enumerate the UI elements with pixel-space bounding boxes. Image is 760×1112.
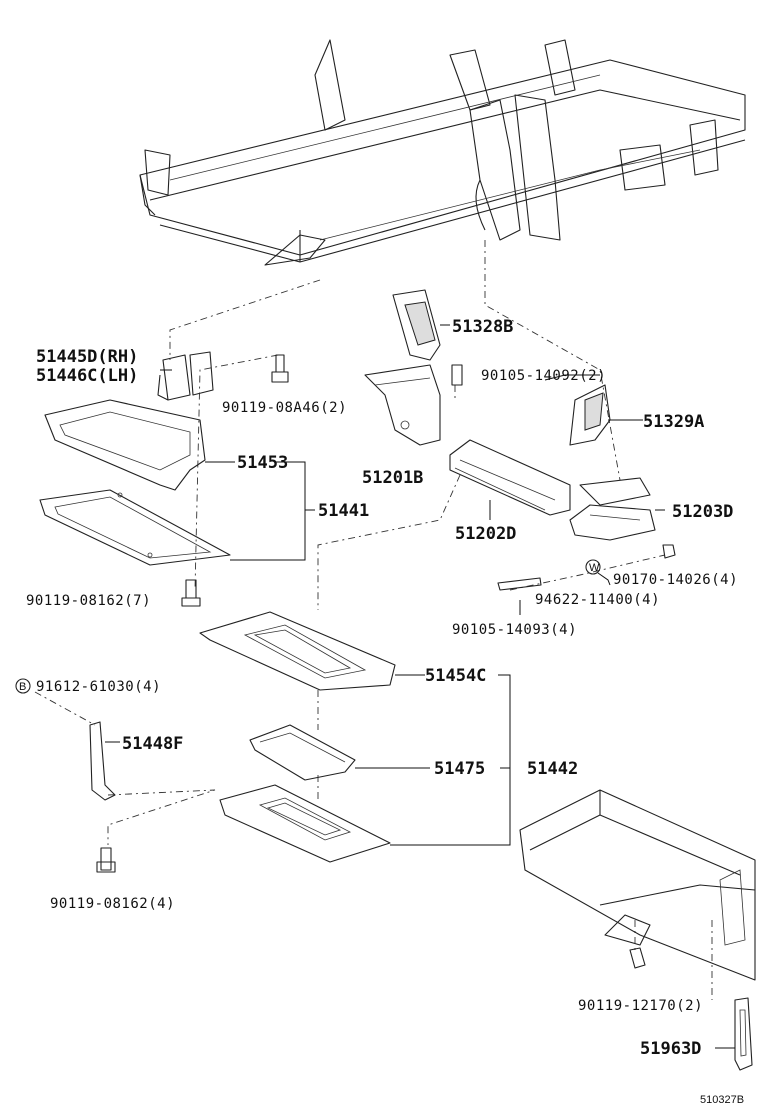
label-51448F: 51448F bbox=[122, 734, 183, 754]
bolt-90119-12170-drawing bbox=[629, 947, 646, 969]
marker-b-drawing: B bbox=[15, 678, 31, 694]
label-51441: 51441 bbox=[318, 501, 369, 521]
label-51445D: 51445D(RH) bbox=[36, 347, 138, 367]
plate-51441-drawing bbox=[39, 489, 231, 566]
label-51963D: 51963D bbox=[640, 1039, 701, 1059]
bolt-90119-08A46-drawing bbox=[271, 354, 289, 383]
bolt-marker-b: B bbox=[19, 681, 26, 693]
label-90119-08162-4: 90119-08162(4) bbox=[50, 896, 175, 912]
label-51329A: 51329A bbox=[643, 412, 704, 432]
label-51446C: 51446C(LH) bbox=[36, 366, 138, 386]
bolt-90119-08162-7-drawing bbox=[181, 579, 201, 607]
label-51442: 51442 bbox=[527, 759, 578, 779]
upper-frame-drawing bbox=[139, 39, 746, 266]
label-51475: 51475 bbox=[434, 759, 485, 779]
plate-51475-drawing bbox=[249, 724, 356, 781]
plate-51453-drawing bbox=[44, 399, 206, 491]
lower-frame-drawing bbox=[519, 789, 756, 981]
bracket-51963D-drawing bbox=[734, 997, 753, 1071]
bracket-51201B-drawing bbox=[364, 364, 441, 446]
label-51328B: 51328B bbox=[452, 317, 513, 337]
guide-lines bbox=[34, 240, 713, 1000]
label-90119-12170: 90119-12170(2) bbox=[578, 998, 703, 1014]
mount-51203D-drawing bbox=[569, 477, 656, 541]
label-94622-11400: 94622-11400(4) bbox=[535, 592, 660, 608]
label-51201B: 51201B bbox=[362, 468, 423, 488]
bolt-90119-08162-4-drawing bbox=[96, 847, 116, 873]
bolt-90105-14092-drawing bbox=[451, 364, 463, 386]
label-91612-61030: 91612-61030(4) bbox=[36, 679, 161, 695]
label-90105-14092: 90105-14092(2) bbox=[481, 368, 606, 384]
label-90119-08162-7: 90119-08162(7) bbox=[26, 593, 151, 609]
bolt-90105-14093-drawing bbox=[497, 577, 542, 591]
bracket-51445D-drawing bbox=[157, 351, 214, 401]
label-51453: 51453 bbox=[237, 453, 288, 473]
plate-51442-drawing bbox=[219, 784, 391, 863]
label-90105-14093: 90105-14093(4) bbox=[452, 622, 577, 638]
nut-90170-14026-drawing bbox=[662, 544, 676, 559]
crossmember-51202D-drawing bbox=[449, 439, 571, 516]
leader-lines bbox=[105, 324, 735, 1049]
label-90170-14026: 90170-14026(4) bbox=[613, 572, 738, 588]
label-90119-08A46: 90119-08A46(2) bbox=[222, 400, 347, 416]
bracket-51328B-drawing bbox=[392, 289, 441, 361]
washer-marker-w: W bbox=[589, 562, 600, 574]
plate-51454C-drawing bbox=[199, 611, 396, 691]
brace-51448F-drawing bbox=[89, 721, 116, 801]
part-labels: 51445D(RH) 51446C(LH) 90119-08A46(2) 514… bbox=[26, 317, 744, 1106]
label-51202D: 51202D bbox=[455, 524, 516, 544]
label-51454C: 51454C bbox=[425, 666, 486, 686]
diagram-reference-code: 510327B bbox=[700, 1094, 744, 1106]
label-51203D: 51203D bbox=[672, 502, 733, 522]
bracket-51329A-drawing bbox=[569, 384, 611, 446]
washer-94622-11400-drawing: W bbox=[585, 559, 601, 575]
